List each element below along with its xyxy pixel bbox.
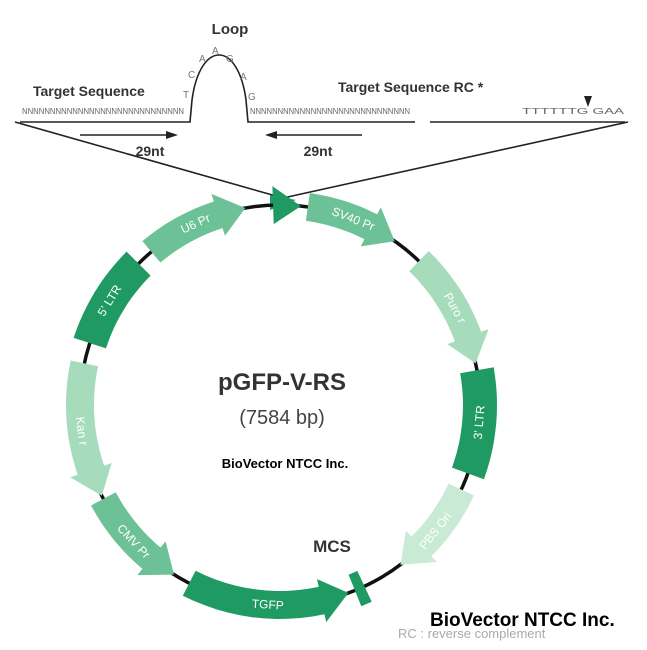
feature-puro-r: [409, 251, 489, 364]
target-sequence-label: Target Sequence: [33, 83, 145, 99]
plasmid-name: pGFP-V-RS: [218, 369, 346, 396]
loop-base: A: [212, 46, 219, 57]
left-sequence: NNNNNNNNNNNNNNNNNNNNNNNNNNNNN: [22, 107, 184, 116]
loop-base: G: [226, 54, 234, 65]
center-watermark: BioVector NTCC Inc.: [222, 456, 348, 471]
loop-base: G: [248, 92, 256, 103]
feature-label: TGFP: [251, 597, 284, 613]
right-length-label: 29nt: [304, 143, 333, 159]
hairpin-diagram: [14, 54, 629, 199]
feature-3-ltr: [452, 367, 497, 480]
cleavage-marker-icon: [584, 96, 592, 107]
mcs-label: MCS: [313, 537, 351, 556]
loop-label: Loop: [212, 21, 249, 38]
loop-base: C: [188, 70, 195, 81]
loop-base: T: [183, 90, 189, 101]
feature-u6-marker: [272, 186, 301, 225]
feature-pbs-ori: [400, 483, 474, 565]
target-sequence-rc-label: Target Sequence RC *: [338, 79, 484, 95]
feature-label: Kan r: [73, 416, 91, 446]
brand-watermark: BioVector NTCC Inc.: [430, 610, 615, 631]
loop-base: A: [199, 54, 206, 65]
hairpin-strand: [20, 54, 415, 123]
plasmid-size: (7584 bp): [239, 407, 325, 429]
arrowhead-forward-icon: [166, 131, 178, 139]
loop-base: A: [240, 72, 247, 83]
left-length-label: 29nt: [136, 143, 165, 159]
feature-kan-r: [66, 360, 112, 496]
feature-tgfp: [182, 570, 349, 623]
feature-cmv-pr: [91, 492, 174, 576]
feature-label: 3' LTR: [471, 404, 488, 440]
expand-line-right: [282, 121, 629, 199]
terminator-sequence: TTTTTTG GAA: [522, 107, 625, 116]
feature-mcs: [348, 570, 372, 607]
feature-u6-pr: [142, 193, 246, 263]
rc-legend: RC : reverse complement: [398, 626, 546, 641]
feature-5-ltr: [73, 251, 151, 349]
right-sequence: NNNNNNNNNNNNNNNNNNNNNNNNNNNNN: [250, 107, 410, 116]
expand-line-left: [14, 121, 284, 199]
feature-sv40-pr: [305, 193, 395, 247]
arrowhead-reverse-icon: [265, 131, 277, 139]
